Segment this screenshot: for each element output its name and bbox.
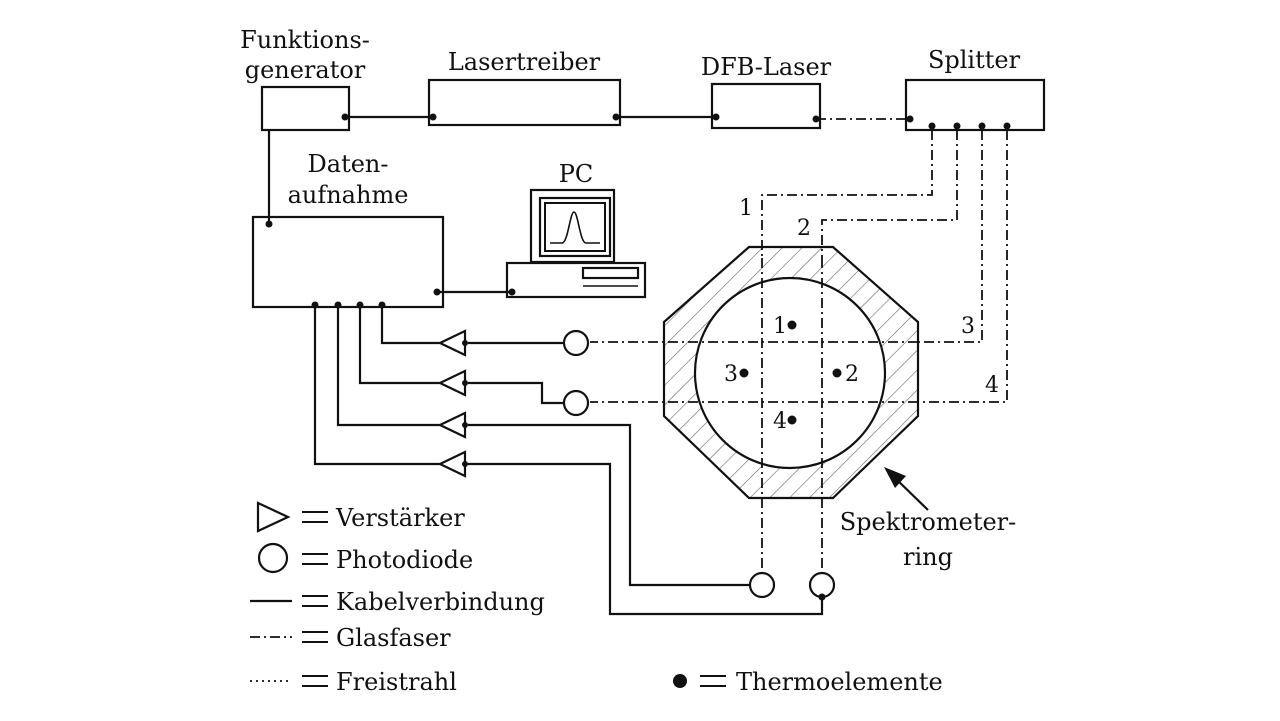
cable-amp-daq-3	[336, 305, 440, 427]
function-generator-label-1: Funktions-	[240, 26, 370, 54]
amplifiers	[437, 329, 468, 478]
laser-driver-label: Lasertreiber	[448, 48, 601, 76]
legend-amplifier-label: Verstärker	[335, 504, 465, 532]
fiber-2	[821, 130, 958, 258]
daq-label-2: aufnahme	[288, 181, 409, 209]
legend-amplifier-icon	[256, 501, 291, 533]
cable-amp-daq-2	[358, 305, 440, 385]
function-generator-label-2: generator	[245, 56, 366, 84]
cable-amp-daq-4	[313, 305, 440, 466]
daq-box	[251, 215, 445, 309]
beam-number-1: 1	[739, 196, 753, 221]
legend-photodiode-icon	[257, 542, 289, 574]
dfb-laser-label: DFB-Laser	[701, 53, 832, 81]
connection-dots-top	[341, 113, 1011, 130]
thermocouples	[739, 320, 842, 425]
splitter-box	[904, 78, 1046, 132]
spectrometer-ring-label-1: Spektrometer-	[840, 508, 1017, 536]
legend: Verstärker Photodiode Kabelverbindung Gl…	[250, 501, 943, 696]
legend-cable-label: Kabelverbindung	[336, 588, 545, 616]
pc-icon	[505, 188, 647, 299]
cable-amp-daq-1	[380, 305, 440, 345]
dfb-laser-box	[710, 82, 822, 130]
legend-free-beam-label: Freistrahl	[336, 668, 457, 696]
thermo-number-4: 4	[773, 409, 787, 434]
legend-photodiode-label: Photodiode	[336, 546, 473, 574]
pc-label: PC	[559, 160, 594, 188]
spectrometer-ring	[662, 245, 920, 500]
fiber-3	[918, 130, 983, 343]
thermo-number-2: 2	[845, 362, 859, 387]
thermo-number-3: 3	[724, 362, 738, 387]
cable-pd1-amp	[468, 423, 750, 587]
fiber-1	[761, 130, 933, 258]
legend-thermocouples-label: Thermoelemente	[736, 668, 943, 696]
function-generator-box	[260, 85, 351, 132]
legend-thermocouple-icon	[673, 674, 687, 688]
splitter-label: Splitter	[928, 46, 1021, 74]
beam-number-4: 4	[985, 373, 999, 398]
cable-pd4-amp	[468, 381, 564, 405]
beam-number-3: 3	[961, 314, 975, 339]
photodiodes	[562, 329, 836, 599]
ring-arrow	[884, 467, 929, 511]
beam-number-2: 2	[797, 216, 811, 241]
thermo-number-1: 1	[773, 314, 787, 339]
cable-pd2-amp	[468, 462, 824, 616]
laser-driver-box	[427, 78, 622, 127]
daq-label-1: Daten-	[308, 150, 389, 178]
legend-fiber-label: Glasfaser	[336, 624, 451, 652]
spectrometer-ring-label-2: ring	[903, 543, 953, 571]
